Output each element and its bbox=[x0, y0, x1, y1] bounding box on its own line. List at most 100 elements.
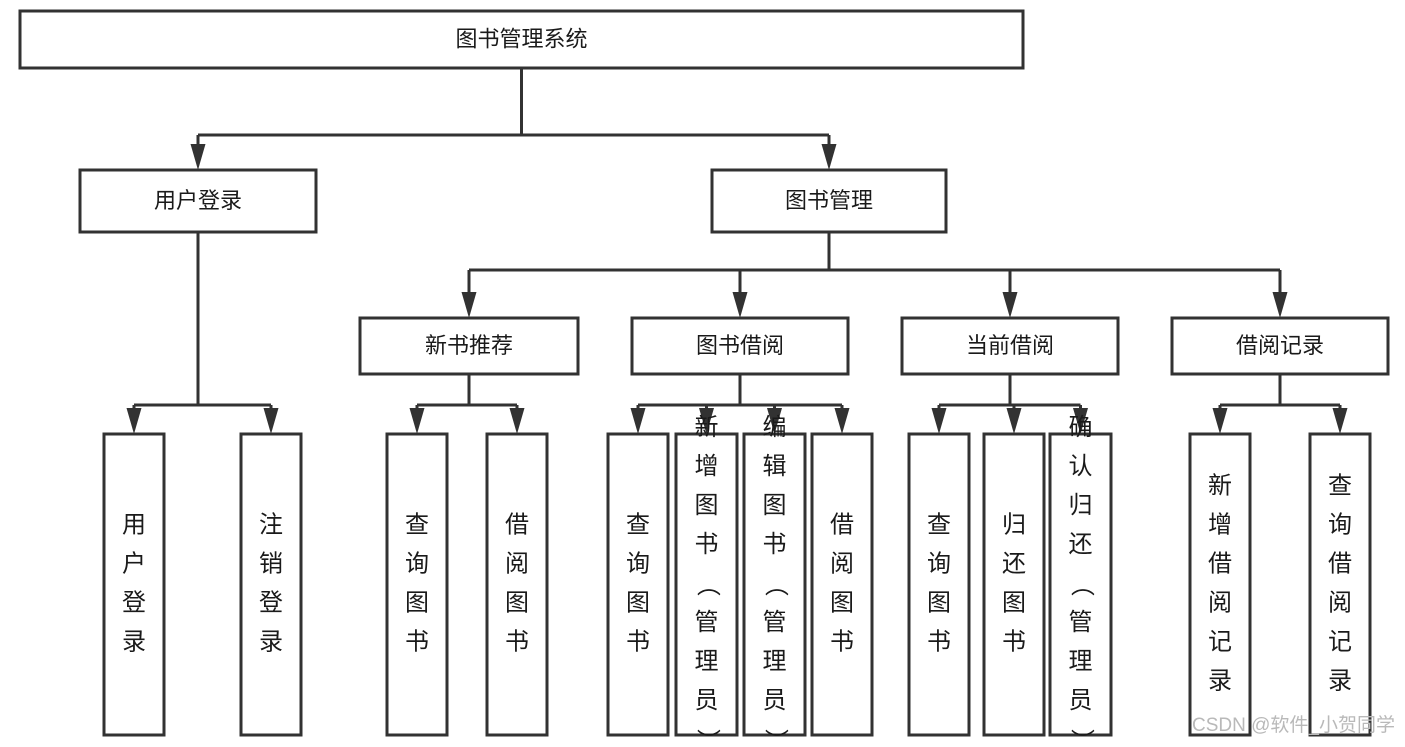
node-label-char: 图 bbox=[405, 589, 429, 616]
node-box[interactable] bbox=[982, 432, 1046, 737]
node-label: 新书推荐 bbox=[425, 333, 513, 358]
node-new-book-rec[interactable]: 新书推荐 bbox=[358, 316, 580, 376]
arrowhead-icon bbox=[509, 408, 525, 434]
node-label-char: 借 bbox=[1328, 550, 1352, 577]
node-box[interactable] bbox=[239, 432, 303, 737]
node-box[interactable] bbox=[606, 432, 670, 737]
node-label-char: 查 bbox=[405, 511, 429, 538]
arrowhead-icon bbox=[461, 292, 477, 318]
node-borrow-record[interactable]: 借阅记录 bbox=[1170, 316, 1390, 376]
node-box[interactable] bbox=[907, 432, 971, 737]
arrowhead-icon bbox=[630, 408, 646, 434]
node-label-char: ） bbox=[694, 729, 721, 747]
node-label-char: ） bbox=[762, 729, 789, 747]
node-label-char: 归 bbox=[1002, 511, 1026, 538]
node-user-login[interactable]: 用户登录 bbox=[78, 168, 318, 234]
arrowhead-icon bbox=[1073, 408, 1088, 434]
node-layer: 图书管理系统用户登录图书管理新书推荐图书借阅当前借阅借阅记录用户登录注销登录查询… bbox=[18, 9, 1390, 747]
node-current-borrow[interactable]: 当前借阅 bbox=[900, 316, 1120, 376]
node-label-char: 管 bbox=[763, 609, 787, 636]
arrowhead-icon bbox=[767, 408, 782, 434]
node-label-char: 认 bbox=[1069, 453, 1093, 480]
node-label-char: 书 bbox=[763, 531, 787, 558]
arrowhead-icon bbox=[699, 408, 714, 434]
node-box[interactable] bbox=[18, 9, 1025, 70]
node-box[interactable] bbox=[1170, 316, 1390, 376]
node-box[interactable] bbox=[485, 432, 549, 737]
arrowhead-icon bbox=[1332, 408, 1348, 434]
node-label-char: （ bbox=[1068, 573, 1095, 597]
node-root[interactable]: 图书管理系统 bbox=[18, 9, 1025, 70]
arrowhead-icon bbox=[126, 408, 142, 434]
node-label-char: 还 bbox=[1002, 550, 1026, 577]
node-box[interactable] bbox=[1048, 432, 1113, 737]
node-label-char: 图 bbox=[1002, 589, 1026, 616]
node-box[interactable] bbox=[710, 168, 948, 234]
node-label-char: 图 bbox=[830, 589, 854, 616]
node-label-char: 书 bbox=[695, 531, 719, 558]
node-label-char: 借 bbox=[830, 511, 854, 538]
node-label: 图书借阅 bbox=[696, 333, 784, 358]
node-label-char: 查 bbox=[1328, 472, 1352, 499]
node-label-char: 阅 bbox=[1328, 589, 1352, 616]
node-label-char: 增 bbox=[1208, 511, 1232, 538]
node-label-char: 录 bbox=[259, 628, 283, 655]
node-label-char: 记 bbox=[1328, 628, 1352, 655]
node-box[interactable] bbox=[810, 432, 874, 737]
node-book-borrow[interactable]: 图书借阅 bbox=[630, 316, 850, 376]
node-label: 借阅记录 bbox=[1236, 333, 1324, 358]
node-box[interactable] bbox=[674, 432, 739, 737]
node-box[interactable] bbox=[630, 316, 850, 376]
node-label-char: 登 bbox=[259, 589, 283, 616]
node-label-char: 书 bbox=[405, 628, 429, 655]
arrowhead-icon bbox=[931, 408, 947, 434]
node-box[interactable] bbox=[358, 316, 580, 376]
node-label-char: 增 bbox=[695, 453, 719, 480]
node-label-char: 员 bbox=[695, 687, 719, 714]
node-label-char: 确 bbox=[1069, 414, 1093, 441]
node-label-char: 新 bbox=[1208, 472, 1232, 499]
node-box[interactable] bbox=[900, 316, 1120, 376]
node-label-char: 阅 bbox=[505, 550, 529, 577]
node-label-char: 询 bbox=[626, 550, 650, 577]
node-box[interactable] bbox=[742, 432, 807, 737]
node-box[interactable] bbox=[385, 432, 449, 737]
node-label-char: 归 bbox=[1069, 492, 1093, 519]
arrowhead-icon bbox=[821, 144, 837, 170]
node-label-char: 还 bbox=[1069, 531, 1093, 558]
node-label-char: 户 bbox=[122, 550, 146, 577]
node-box[interactable] bbox=[1188, 432, 1252, 737]
node-label-char: 销 bbox=[259, 550, 283, 577]
node-leaf-user-login[interactable]: 用户登录 bbox=[102, 432, 166, 737]
node-label: 图书管理系统 bbox=[455, 26, 587, 51]
arrowhead-icon bbox=[1006, 408, 1022, 434]
node-box[interactable] bbox=[102, 432, 166, 737]
node-book-manage[interactable]: 图书管理 bbox=[710, 168, 948, 234]
node-label-char: （ bbox=[762, 573, 789, 597]
arrowhead-icon bbox=[263, 408, 279, 434]
node-label-char: 录 bbox=[1208, 667, 1232, 694]
node-label-char: 理 bbox=[763, 648, 787, 675]
node-box[interactable] bbox=[78, 168, 318, 234]
node-label: 图书管理 bbox=[785, 188, 873, 213]
node-label-char: 图 bbox=[505, 589, 529, 616]
node-label-char: 管 bbox=[695, 609, 719, 636]
node-label-char: 注 bbox=[259, 511, 283, 538]
node-box[interactable] bbox=[1308, 432, 1372, 737]
node-label-char: 书 bbox=[927, 628, 951, 655]
node-label-char: 登 bbox=[122, 589, 146, 616]
